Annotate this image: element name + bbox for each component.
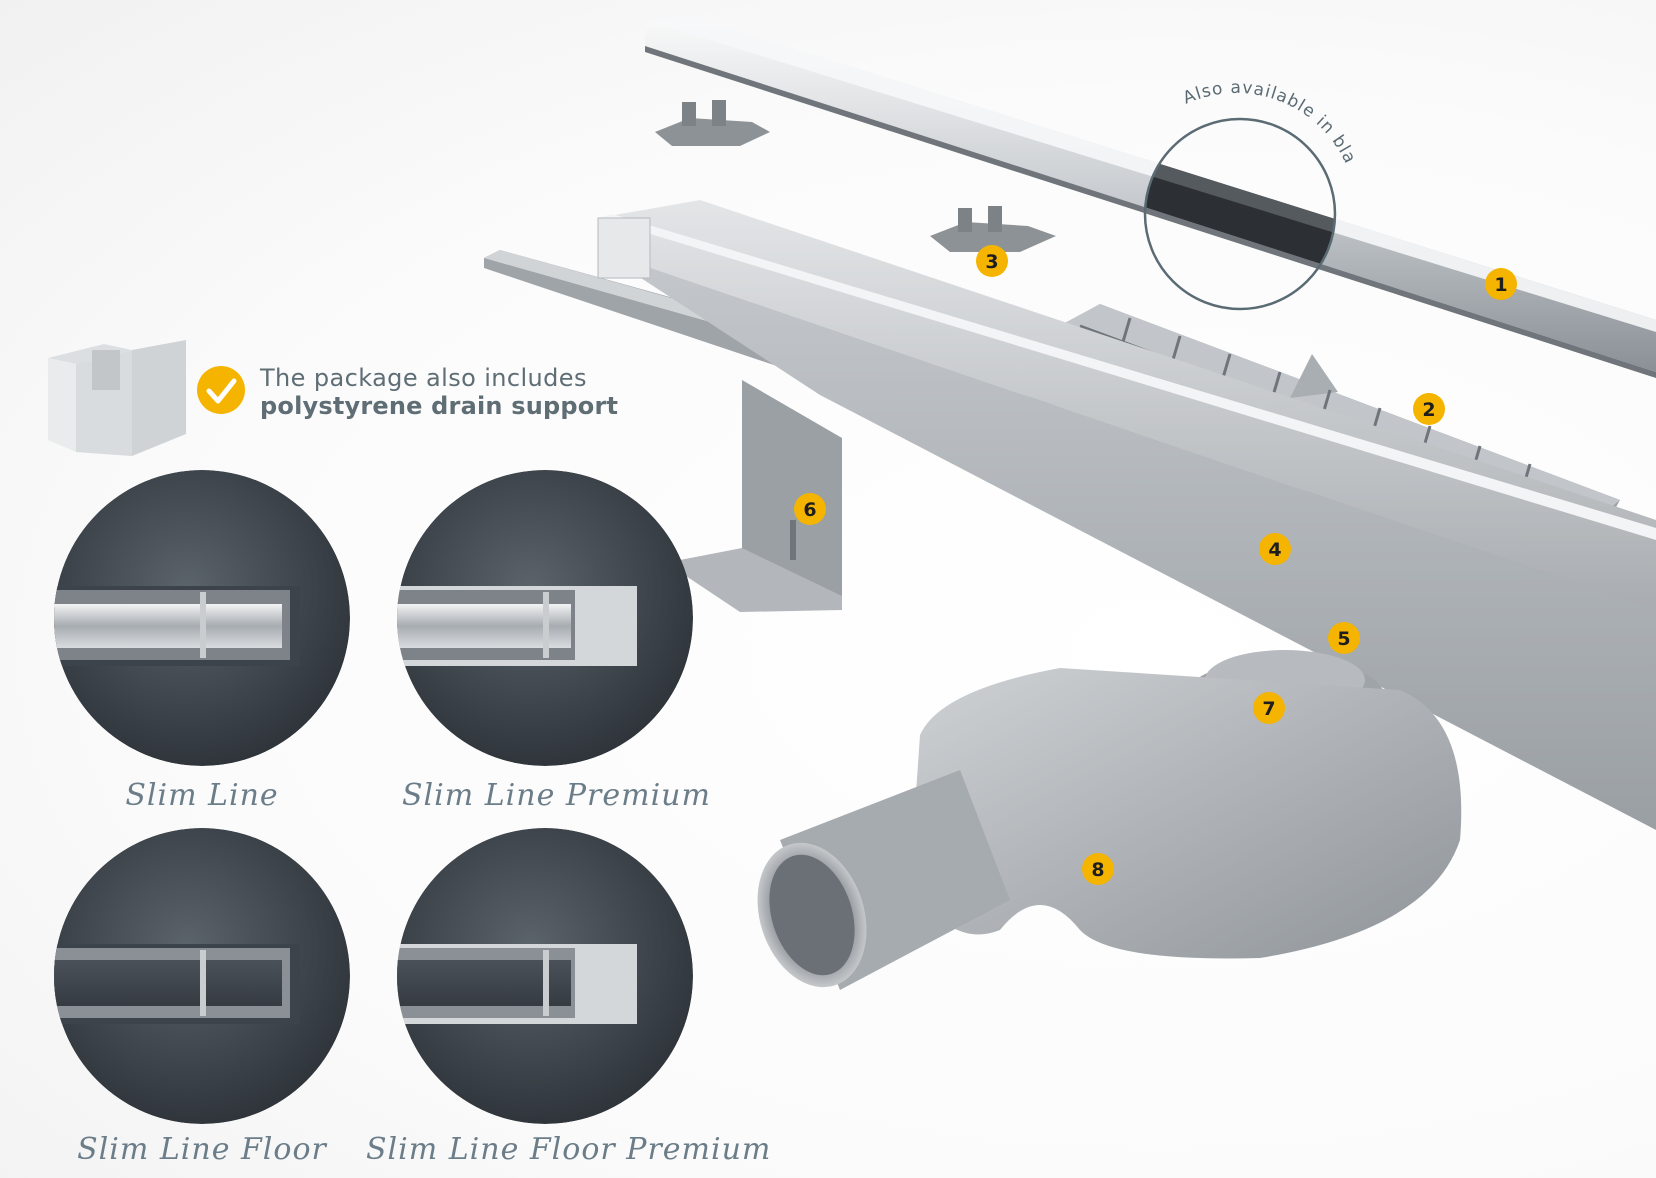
variant-caption-slim-line-floor-premium: Slim Line Floor Premium: [366, 1132, 772, 1167]
callout-badge-2: 2: [1413, 393, 1445, 425]
package-note-line1: The package also includes: [260, 364, 587, 392]
leveling-foot: [930, 206, 1056, 252]
callout-number: 8: [1091, 859, 1104, 881]
polystyrene-support-block: [48, 340, 186, 456]
package-note-line2: polystyrene drain support: [260, 392, 619, 420]
callout-number: 2: [1422, 399, 1435, 421]
leveling-foot: [655, 100, 770, 146]
callout-number: 6: [803, 499, 816, 521]
support-bracket: [680, 380, 842, 612]
callout-badge-3: 3: [976, 245, 1008, 277]
callout-number: 3: [985, 251, 998, 273]
variant-caption-slim-line: Slim Line: [125, 778, 279, 813]
variant-thumb-slim-line-floor: [54, 828, 350, 1124]
variant-caption-slim-line-premium: Slim Line Premium: [402, 778, 711, 813]
callout-number: 7: [1262, 698, 1275, 720]
variant-caption-slim-line-floor: Slim Line Floor: [77, 1132, 327, 1167]
callout-badge-7: 7: [1253, 692, 1285, 724]
siphon-trap: [757, 650, 1462, 990]
variant-thumb-slim-line-premium: [397, 470, 693, 766]
callout-badge-4: 4: [1259, 533, 1291, 565]
callout-number: 1: [1494, 274, 1507, 296]
callout-number: 4: [1268, 539, 1281, 561]
callout-badge-8: 8: [1082, 853, 1114, 885]
drain-channel: [484, 200, 1656, 830]
callout-badge-1: 1: [1485, 268, 1517, 300]
check-icon: [197, 366, 245, 414]
callout-number: 5: [1337, 628, 1350, 650]
black-option-ring: [1143, 117, 1337, 311]
callout-badge-5: 5: [1328, 622, 1360, 654]
variant-thumb-slim-line: [54, 470, 350, 766]
variant-thumb-slim-line-floor-premium: [397, 828, 693, 1124]
callout-badge-6: 6: [794, 493, 826, 525]
